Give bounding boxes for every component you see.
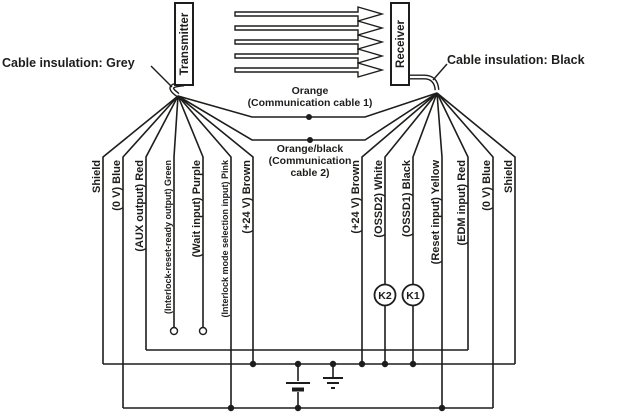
left-caption-pointer-line: [150, 65, 173, 88]
wire-label: (0 V) Blue: [481, 160, 493, 211]
wire-label: (+24 V) Brown: [241, 160, 253, 234]
junction-dot: [307, 137, 313, 143]
junction-dot: [381, 360, 389, 368]
junction-dot: [306, 114, 312, 120]
left-wires: [102, 95, 254, 408]
junction-dot: [438, 404, 446, 412]
wire-left-pink: [177, 95, 232, 408]
wire-left-24v-brown: [177, 95, 254, 364]
beam-arrow: [234, 34, 385, 50]
wire-label: Shield: [91, 160, 103, 193]
relay-k2-circle: [373, 283, 397, 307]
light-beam-arrows: [234, 6, 385, 78]
junction-dots: [227, 114, 446, 412]
wire-right-edm-red: [436, 92, 469, 350]
right-wire-labels: (+24 V) Brown (OSSD2) White (OSSD1) Blac…: [350, 159, 515, 264]
transmitter-box: [174, 2, 194, 86]
beam-arrow: [234, 6, 385, 22]
left-wire-labels: Shield (0 V) Blue (AUX output) Red (Inte…: [91, 159, 253, 318]
wire-right-0v-blue: [436, 92, 494, 408]
left-cable-caption: Cable insulation: Grey: [2, 56, 135, 70]
wire-right-ossd2-white: [384, 92, 438, 285]
open-end-circle-purple: [198, 326, 208, 336]
wire-label: (EDM input) Red: [456, 160, 468, 246]
wire-right-shield: [436, 92, 516, 364]
comm-cable-2-label-line1: Orange/black: [277, 143, 344, 155]
open-end-circle-green: [169, 326, 179, 336]
wire-right-24v-brown: [361, 92, 438, 364]
wire-right-reset-yellow: [436, 92, 443, 408]
transmitter-label: Transmitter: [179, 12, 191, 75]
wire-left-0v-blue: [122, 95, 179, 408]
wire-label: Shield: [503, 160, 515, 193]
relay-k1-label: K1: [406, 290, 420, 302]
power-supply-icon: [286, 364, 310, 408]
receiver-cable: [409, 74, 440, 91]
wire-label: (+24 V) Brown: [350, 160, 362, 234]
comm-cable-2-label-line2: (Communication: [269, 155, 352, 167]
wire-left-aux-red: [145, 95, 179, 350]
junction-dot: [249, 360, 257, 368]
wire-label: (AUX output) Red: [134, 160, 146, 252]
wire-left-purple: [177, 95, 204, 327]
wire-label: (OSSD2) White: [373, 160, 385, 238]
relay-k1-circle: [401, 283, 425, 307]
right-cable-caption: Cable insulation: Black: [447, 53, 585, 67]
relay-k2-label: K2: [378, 290, 392, 302]
beam-arrow: [234, 20, 385, 36]
beam-arrow: [234, 48, 385, 64]
junction-dot: [409, 360, 417, 368]
wire-label: (Reset input) Yellow: [430, 160, 442, 265]
wire-label: (0 V) Blue: [111, 160, 123, 211]
wire-label: (Interlock mode selection input) Pink: [220, 159, 230, 318]
beam-arrow: [234, 62, 385, 78]
comm-cable-2-label-line3: cable 2): [290, 167, 329, 179]
right-caption-pointer-line: [432, 63, 448, 81]
receiver-label: Receiver: [395, 20, 407, 68]
wire-left-shield: [102, 95, 179, 364]
wire-right-ossd1-black: [412, 92, 438, 285]
junction-dot: [358, 360, 366, 368]
junction-dot: [227, 404, 235, 412]
wire-label: (OSSD1) Black: [401, 159, 413, 237]
receiver-box: [390, 2, 410, 86]
ground-icon: [323, 364, 343, 389]
right-wires: [361, 92, 516, 408]
wire-label: (Wait input) Purple: [191, 160, 203, 257]
comm-cable-1-label-line2: (Communication cable 1): [248, 97, 373, 109]
junction-dot: [329, 360, 337, 368]
junction-dot: [294, 404, 302, 412]
comm-cable-1-label-line1: Orange: [292, 85, 329, 97]
wire-left-green: [173, 95, 179, 327]
junction-dot: [294, 360, 302, 368]
wire-label: (Interlock-reset-ready output) Green: [163, 160, 173, 314]
